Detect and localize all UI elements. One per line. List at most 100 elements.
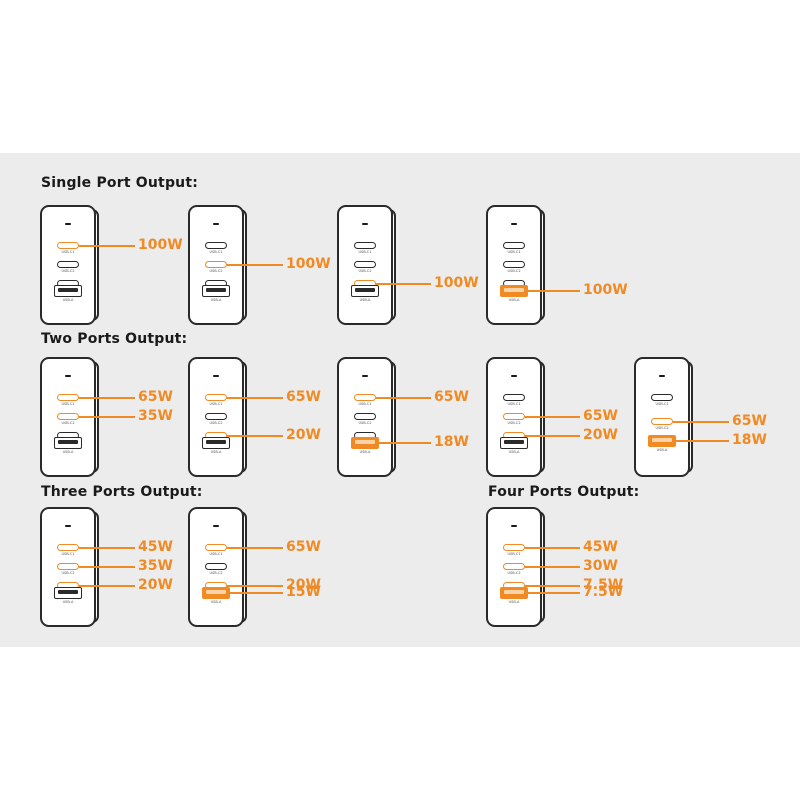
usb-a-port: [202, 587, 230, 599]
leader-line: [376, 282, 431, 285]
watt-label: 100W: [583, 282, 628, 298]
usb-c-port-2: [57, 413, 79, 420]
section-title-single: Single Port Output:: [41, 175, 199, 191]
port-label: USB-C2: [61, 571, 75, 575]
port-label: USB-C1: [507, 402, 521, 406]
port-label: USB-C2: [507, 571, 521, 575]
leader-line: [79, 546, 135, 549]
port-label: USB-A: [656, 448, 668, 452]
leader-line: [227, 584, 283, 587]
port-label: USB-C1: [507, 250, 521, 254]
port-label: USB-C1: [209, 552, 223, 556]
indicator-light: [65, 375, 71, 377]
port-label: USB-C1: [61, 250, 75, 254]
watt-label: 65W: [286, 538, 321, 555]
usb-c-port-2: [57, 261, 79, 268]
usb-c-port-1: [651, 394, 673, 401]
port-label: USB-C1: [61, 552, 75, 556]
section-title-three: Three Ports Output:: [41, 484, 203, 500]
port-label: USB-C2: [655, 426, 669, 430]
port-label: USB-A: [62, 600, 74, 604]
usb-c-port-2: [205, 563, 227, 570]
port-label: USB-C2: [507, 421, 521, 425]
port-label: USB-C2: [61, 269, 75, 273]
port-label: USB-C2: [61, 421, 75, 425]
usb-a-port: [351, 437, 379, 449]
indicator-light: [65, 223, 71, 225]
watt-label: 30W: [583, 557, 618, 574]
watt-label: 100W: [434, 274, 479, 291]
usb-c-port-1: [354, 394, 376, 401]
leader-line: [227, 434, 283, 437]
charger-body: [188, 507, 244, 627]
port-label: USB-C1: [655, 402, 669, 406]
watt-label: 20W: [286, 426, 321, 443]
usb-c-port-2: [354, 413, 376, 420]
leader-line: [227, 546, 283, 549]
usb-c-port-2: [57, 563, 79, 570]
usb-a-port: [202, 285, 230, 297]
indicator-light: [213, 223, 219, 225]
usb-c-port-2: [503, 563, 525, 570]
port-label: USB-C2: [358, 421, 372, 425]
usb-a-port: [351, 285, 379, 297]
port-label: USB-A: [210, 450, 222, 454]
watt-label: 100W: [286, 255, 331, 272]
usb-a-port: [54, 437, 82, 449]
leader-line: [79, 396, 135, 399]
port-label: USB-C2: [209, 571, 223, 575]
usb-c-port-1: [57, 242, 79, 249]
indicator-light: [511, 525, 517, 527]
watt-label: 20W: [286, 576, 321, 593]
leader-line: [676, 440, 729, 442]
watt-label: 18W: [434, 434, 469, 450]
usb-a-port: [648, 435, 676, 447]
leader-line: [376, 396, 431, 399]
leader-line: [227, 396, 283, 399]
port-label: USB-C2: [209, 269, 223, 273]
indicator-light: [362, 375, 368, 377]
port-label: USB-C2: [209, 421, 223, 425]
usb-a-port: [54, 587, 82, 599]
port-label: USB-C1: [209, 402, 223, 406]
usb-c-port-2: [503, 413, 525, 420]
watt-label: 20W: [138, 576, 173, 593]
indicator-light: [65, 525, 71, 527]
usb-c-port-1: [57, 544, 79, 551]
port-label: USB-C1: [507, 552, 521, 556]
usb-c-port-2: [354, 261, 376, 268]
leader-line: [79, 415, 135, 418]
leader-line: [379, 442, 431, 444]
usb-c-port-1: [503, 544, 525, 551]
watt-label: 65W: [434, 388, 469, 405]
leader-line: [673, 420, 729, 423]
usb-c-port-1: [205, 394, 227, 401]
section-title-two: Two Ports Output:: [41, 331, 188, 347]
leader-line: [525, 565, 580, 568]
indicator-light: [213, 525, 219, 527]
usb-c-port-2: [205, 413, 227, 420]
usb-a-port: [500, 437, 528, 449]
watt-label: 18W: [732, 432, 767, 448]
watt-label: 45W: [138, 538, 173, 555]
usb-c-port-2: [651, 418, 673, 425]
port-label: USB-C2: [358, 269, 372, 273]
indicator-light: [213, 375, 219, 377]
watt-label: 35W: [138, 407, 173, 424]
usb-c-port-1: [205, 242, 227, 249]
watt-label: 100W: [138, 236, 183, 253]
usb-c-port-1: [503, 242, 525, 249]
leader-line: [525, 546, 580, 549]
port-label: USB-C2: [507, 269, 521, 273]
watt-label: 7.5W: [583, 584, 624, 600]
port-label: USB-A: [359, 450, 371, 454]
indicator-light: [362, 223, 368, 225]
leader-line: [79, 244, 135, 247]
watt-label: 35W: [138, 557, 173, 574]
port-label: USB-C1: [61, 402, 75, 406]
port-label: USB-A: [508, 450, 520, 454]
usb-a-port: [54, 285, 82, 297]
